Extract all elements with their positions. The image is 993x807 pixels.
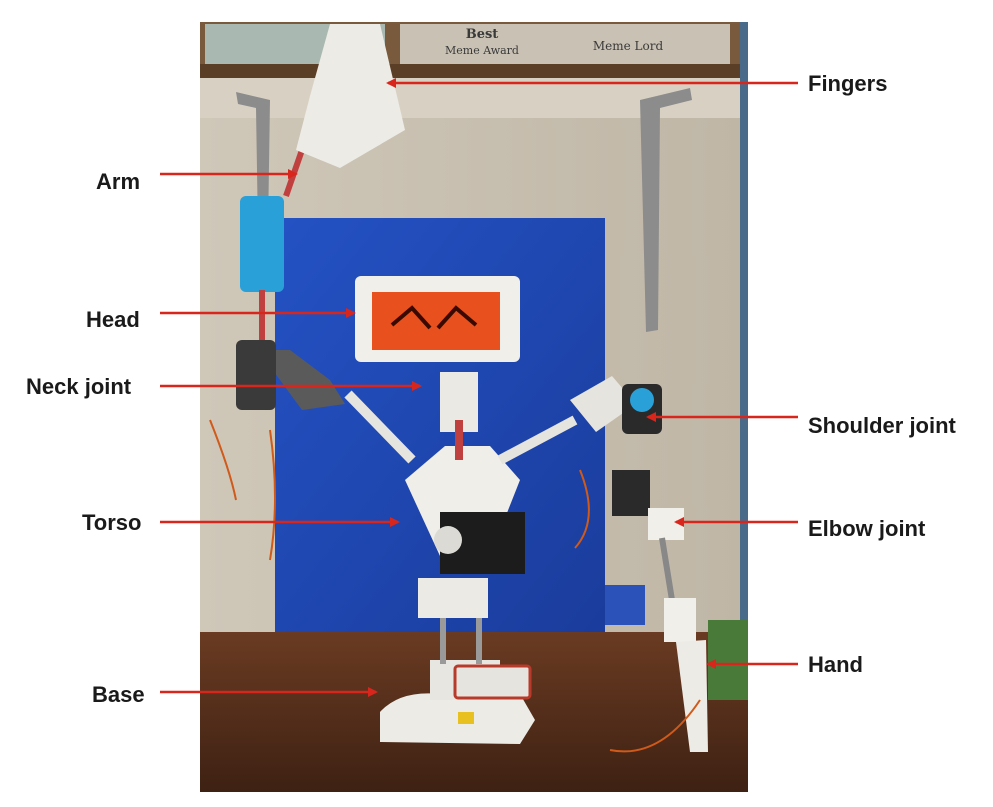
label-torso: Torso: [82, 510, 142, 535]
label-neck-joint: Neck joint: [26, 374, 132, 399]
robot: [209, 24, 708, 753]
robot-base: [380, 660, 535, 744]
sign-meme-lord: Meme Lord: [593, 39, 664, 53]
shelf-signs: Best Meme Award Meme Lord: [445, 27, 663, 57]
label-hand: Hand: [808, 652, 863, 677]
sign-meme-award: Meme Award: [445, 44, 519, 57]
label-arm: Arm: [96, 169, 141, 194]
label-elbow-joint: Elbow joint: [808, 516, 926, 541]
label-fingers: Fingers: [808, 71, 888, 96]
robot-torso: [405, 446, 525, 574]
robot-head: [355, 276, 520, 362]
label-base: Base: [92, 682, 145, 707]
robot-left-arm: [236, 24, 416, 464]
label-head: Head: [86, 307, 140, 332]
sign-best: Best: [466, 27, 499, 42]
label-shoulder-joint: Shoulder joint: [808, 413, 956, 438]
annotation-arrows: [160, 78, 798, 697]
